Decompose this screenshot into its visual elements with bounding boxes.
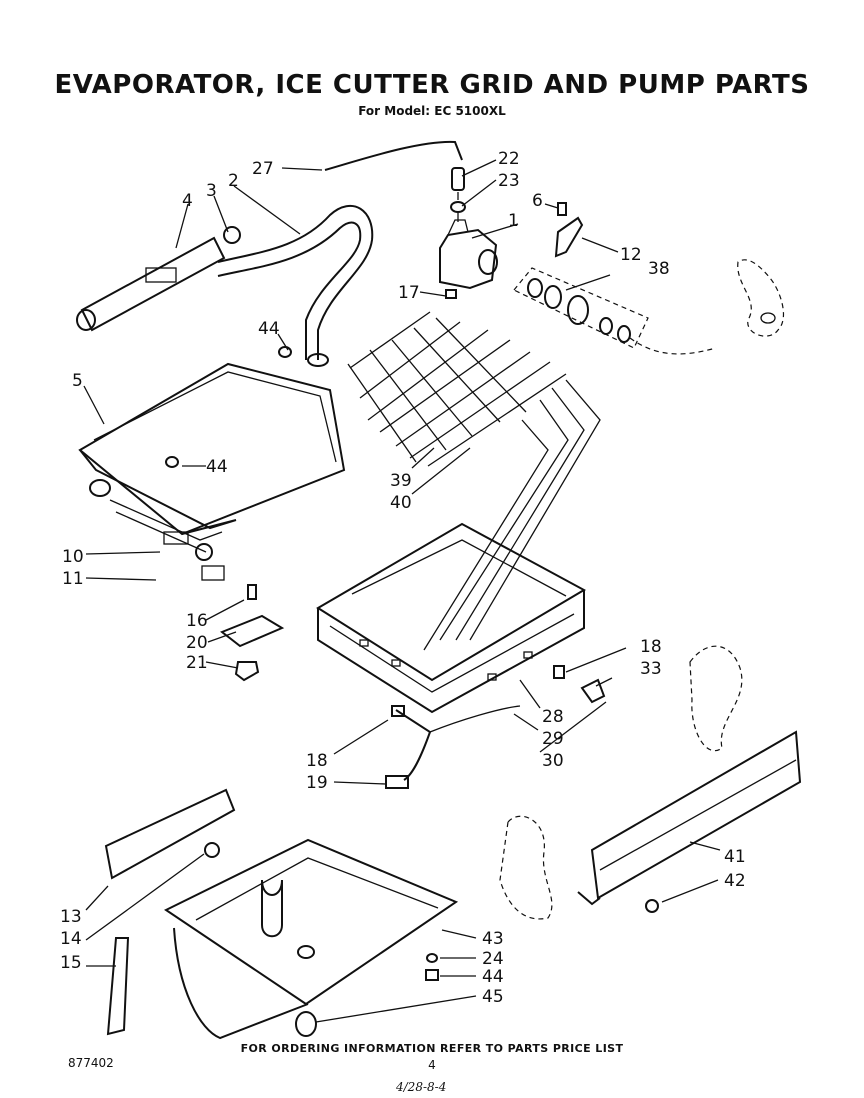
evaporator-plate-5 — [78, 346, 346, 581]
fasteners-24-44 — [425, 953, 439, 981]
callout-2: 2 — [228, 171, 239, 191]
power-cord-19 — [385, 665, 606, 789]
callout-44a: 44 — [258, 319, 280, 339]
callout-30: 30 — [542, 751, 564, 771]
callout-44c: 44 — [482, 967, 504, 987]
callout-12: 12 — [620, 245, 642, 265]
tube-27 — [281, 140, 463, 171]
callout-6: 6 — [532, 191, 543, 211]
callout-23: 23 — [498, 171, 520, 191]
page-number: 4 — [428, 1058, 436, 1072]
callout-21: 21 — [186, 653, 208, 673]
bracket-12 — [554, 202, 584, 258]
callout-24: 24 — [482, 949, 504, 969]
cabinet-wall-upper-right — [737, 259, 784, 337]
callout-16: 16 — [186, 611, 208, 631]
callout-44b: 44 — [206, 457, 228, 477]
callout-5: 5 — [72, 371, 83, 391]
ice-cutter-grid — [347, 311, 601, 651]
tube-4 — [76, 226, 241, 332]
callout-3: 3 — [206, 181, 217, 201]
callout-11: 11 — [62, 569, 84, 589]
panel-41 — [577, 730, 802, 913]
callout-19: 19 — [306, 773, 328, 793]
callout-29: 29 — [542, 729, 564, 749]
callout-labels: 27 22 23 6 1 12 38 4 3 2 17 44 5 44 39 4… — [60, 149, 746, 1007]
callout-4: 4 — [182, 191, 193, 211]
reservoir-pan-43 — [164, 838, 459, 1040]
leader-lines — [83, 159, 721, 1023]
callout-13: 13 — [60, 907, 82, 927]
evaporator-tube-2 — [217, 204, 374, 367]
callout-28: 28 — [542, 707, 564, 727]
callout-18b: 18 — [306, 751, 328, 771]
cutter-bracket-20 — [220, 584, 285, 682]
callout-18a: 18 — [640, 637, 662, 657]
callout-38: 38 — [648, 259, 670, 279]
callout-15: 15 — [60, 953, 82, 973]
callout-42: 42 — [724, 871, 746, 891]
bracket-13 — [104, 788, 236, 880]
handwritten-note: 4/28-8-4 — [396, 1080, 447, 1094]
drawing-number: 877402 — [68, 1056, 114, 1070]
grid-frame-28 — [316, 522, 587, 714]
pump-assembly — [439, 167, 498, 299]
cabinet-wall-right — [689, 645, 743, 752]
callout-43: 43 — [482, 929, 504, 949]
drain-tube-15 — [106, 937, 130, 1036]
callout-39: 39 — [390, 471, 412, 491]
page-title: EVAPORATOR, ICE CUTTER GRID AND PUMP PAR… — [54, 70, 810, 100]
callout-40: 40 — [390, 493, 412, 513]
callout-17: 17 — [398, 283, 420, 303]
callout-1: 1 — [508, 211, 519, 231]
callout-10: 10 — [62, 547, 84, 567]
callout-33: 33 — [640, 659, 662, 679]
callout-22: 22 — [498, 149, 520, 169]
cabinet-wall-lower — [499, 815, 553, 920]
ordering-note: FOR ORDERING INFORMATION REFER TO PARTS … — [240, 1042, 624, 1055]
callout-14: 14 — [60, 929, 82, 949]
callout-20: 20 — [186, 633, 208, 653]
callout-45: 45 — [482, 987, 504, 1007]
model-subtitle: For Model: EC 5100XL — [358, 104, 506, 118]
callout-27: 27 — [252, 159, 274, 179]
callout-41: 41 — [724, 847, 746, 867]
shaft-assembly-38 — [513, 267, 717, 355]
